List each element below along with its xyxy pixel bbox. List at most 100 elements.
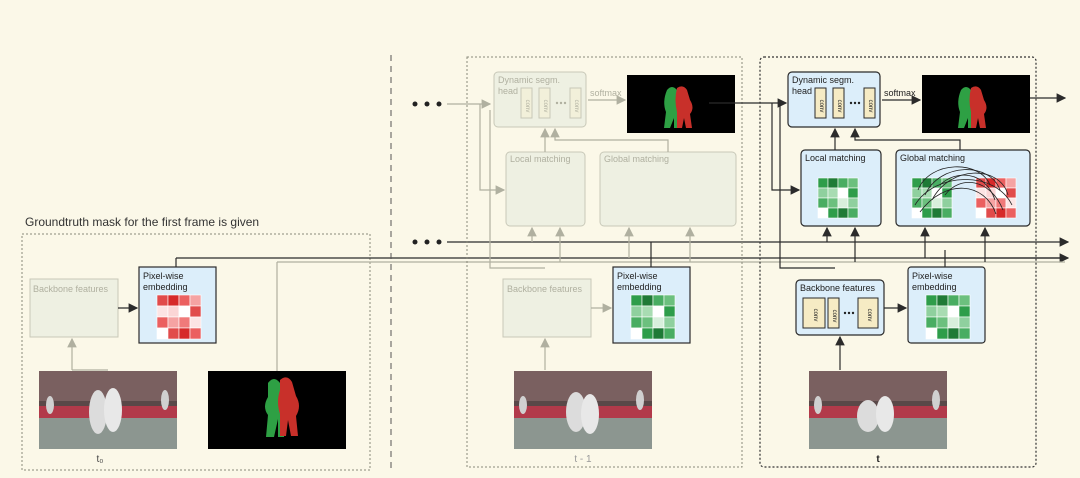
ellipsis-top [412,101,442,107]
grid-cell [652,305,665,318]
grid-cell [958,327,971,340]
embedding-label-tm1-line1: Pixel-wise [617,271,658,281]
conv-label-t-c: conv [867,100,873,113]
grid-cell [189,294,202,307]
grid-cell [921,197,933,209]
grid-cell [847,197,859,209]
embedding-grid-t [925,294,971,340]
grid-cell [652,294,665,307]
global-label-tm1: Global matching [604,154,669,164]
local-matching-grid [817,177,859,219]
time-label-tm1: t - 1 [574,454,592,465]
grid-cell [1005,207,1017,219]
grid-cell [817,197,829,209]
grid-cell [925,316,938,329]
grid-cell [663,294,676,307]
grid-cell [837,187,849,199]
grid-cell [837,207,849,219]
backbone-box-t0 [29,278,119,338]
softmax-label-t: softmax [884,88,916,98]
local-label-t: Local matching [805,153,866,163]
backbone-conv-label-b: conv [831,310,837,323]
grid-cell [947,316,960,329]
backbone-label-t: Backbone features [800,283,876,293]
grid-cell [936,327,949,340]
grid-cell [817,177,829,189]
grid-cell [947,294,960,307]
grid-cell [847,187,859,199]
video-frame-tm1 [514,371,652,449]
global-matching-arcs [914,166,1013,215]
grid-cell [630,316,643,329]
grid-cell [663,316,676,329]
grid-cell [827,187,839,199]
grid-cell [178,327,191,340]
grid-cell [936,294,949,307]
grid-cell [827,207,839,219]
grid-cell [958,294,971,307]
grid-cell [941,207,953,219]
global-matching-grid-red [975,177,1017,219]
grid-cell [630,294,643,307]
head-label-t-line1: Dynamic segm. [792,75,854,85]
embedding-label-t0-line1: Pixel-wise [143,271,184,281]
grid-cell [630,305,643,318]
backbone-label-tm1: Backbone features [507,284,583,294]
embedding-label-t-line1: Pixel-wise [912,271,953,281]
output-mask-tm1 [627,75,735,133]
grid-cell [189,327,202,340]
grid-cell [663,327,676,340]
grid-cell [925,327,938,340]
grid-cell [663,305,676,318]
grid-cell [925,305,938,318]
grid-cell [936,316,949,329]
head-label-tm1-line2: head [498,86,518,96]
grid-cell [847,207,859,219]
grid-cell [167,305,180,318]
grid-cell [167,327,180,340]
time-label-t: t [876,454,880,465]
global-label-t: Global matching [900,153,965,163]
grid-cell [985,187,997,199]
time-label-t0: t₀ [97,454,104,465]
grid-cell [827,177,839,189]
grid-cell [958,305,971,318]
grid-cell [936,305,949,318]
grid-cell [975,197,987,209]
grid-cell [156,327,169,340]
grid-cell [1005,177,1017,189]
grid-cell [189,305,202,318]
panel-previous-frame: Dynamic segm. head conv conv conv softma… [466,56,788,468]
grid-cell [817,187,829,199]
backbone-label-t0: Backbone features [33,284,109,294]
panel-first-frame-title: Groundtruth mask for the first frame is … [25,215,259,229]
embedding-label-t0-line2: embedding [143,282,188,292]
grid-cell [911,197,923,209]
grid-cell [167,294,180,307]
local-label-tm1: Local matching [510,154,571,164]
grid-cell [911,207,923,219]
backbone-conv-label-a: conv [812,309,818,322]
backbone-conv-label-c: conv [866,309,872,322]
grid-cell [941,197,953,209]
ellipsis-bottom [412,239,442,245]
grid-cell [156,305,169,318]
panel-current-frame: Dynamic segm. head conv conv conv softma… [759,56,1067,468]
grid-cell [817,207,829,219]
embedding-label-t-line2: embedding [912,282,957,292]
grid-cell [178,294,191,307]
grid-cell [837,177,849,189]
grid-cell [925,294,938,307]
panel-first-frame: Groundtruth mask for the first frame is … [21,215,1070,471]
grid-cell [167,316,180,329]
conv-blocks-tm1: conv conv conv [520,87,582,119]
grid-cell [156,294,169,307]
grid-cell [630,327,643,340]
embedding-grid-tm1 [630,294,676,340]
grid-cell [189,316,202,329]
output-mask-t [922,75,1030,133]
embedding-grid-t0 [156,294,202,340]
head-label-t-line2: head [792,86,812,96]
grid-cell [931,197,943,209]
